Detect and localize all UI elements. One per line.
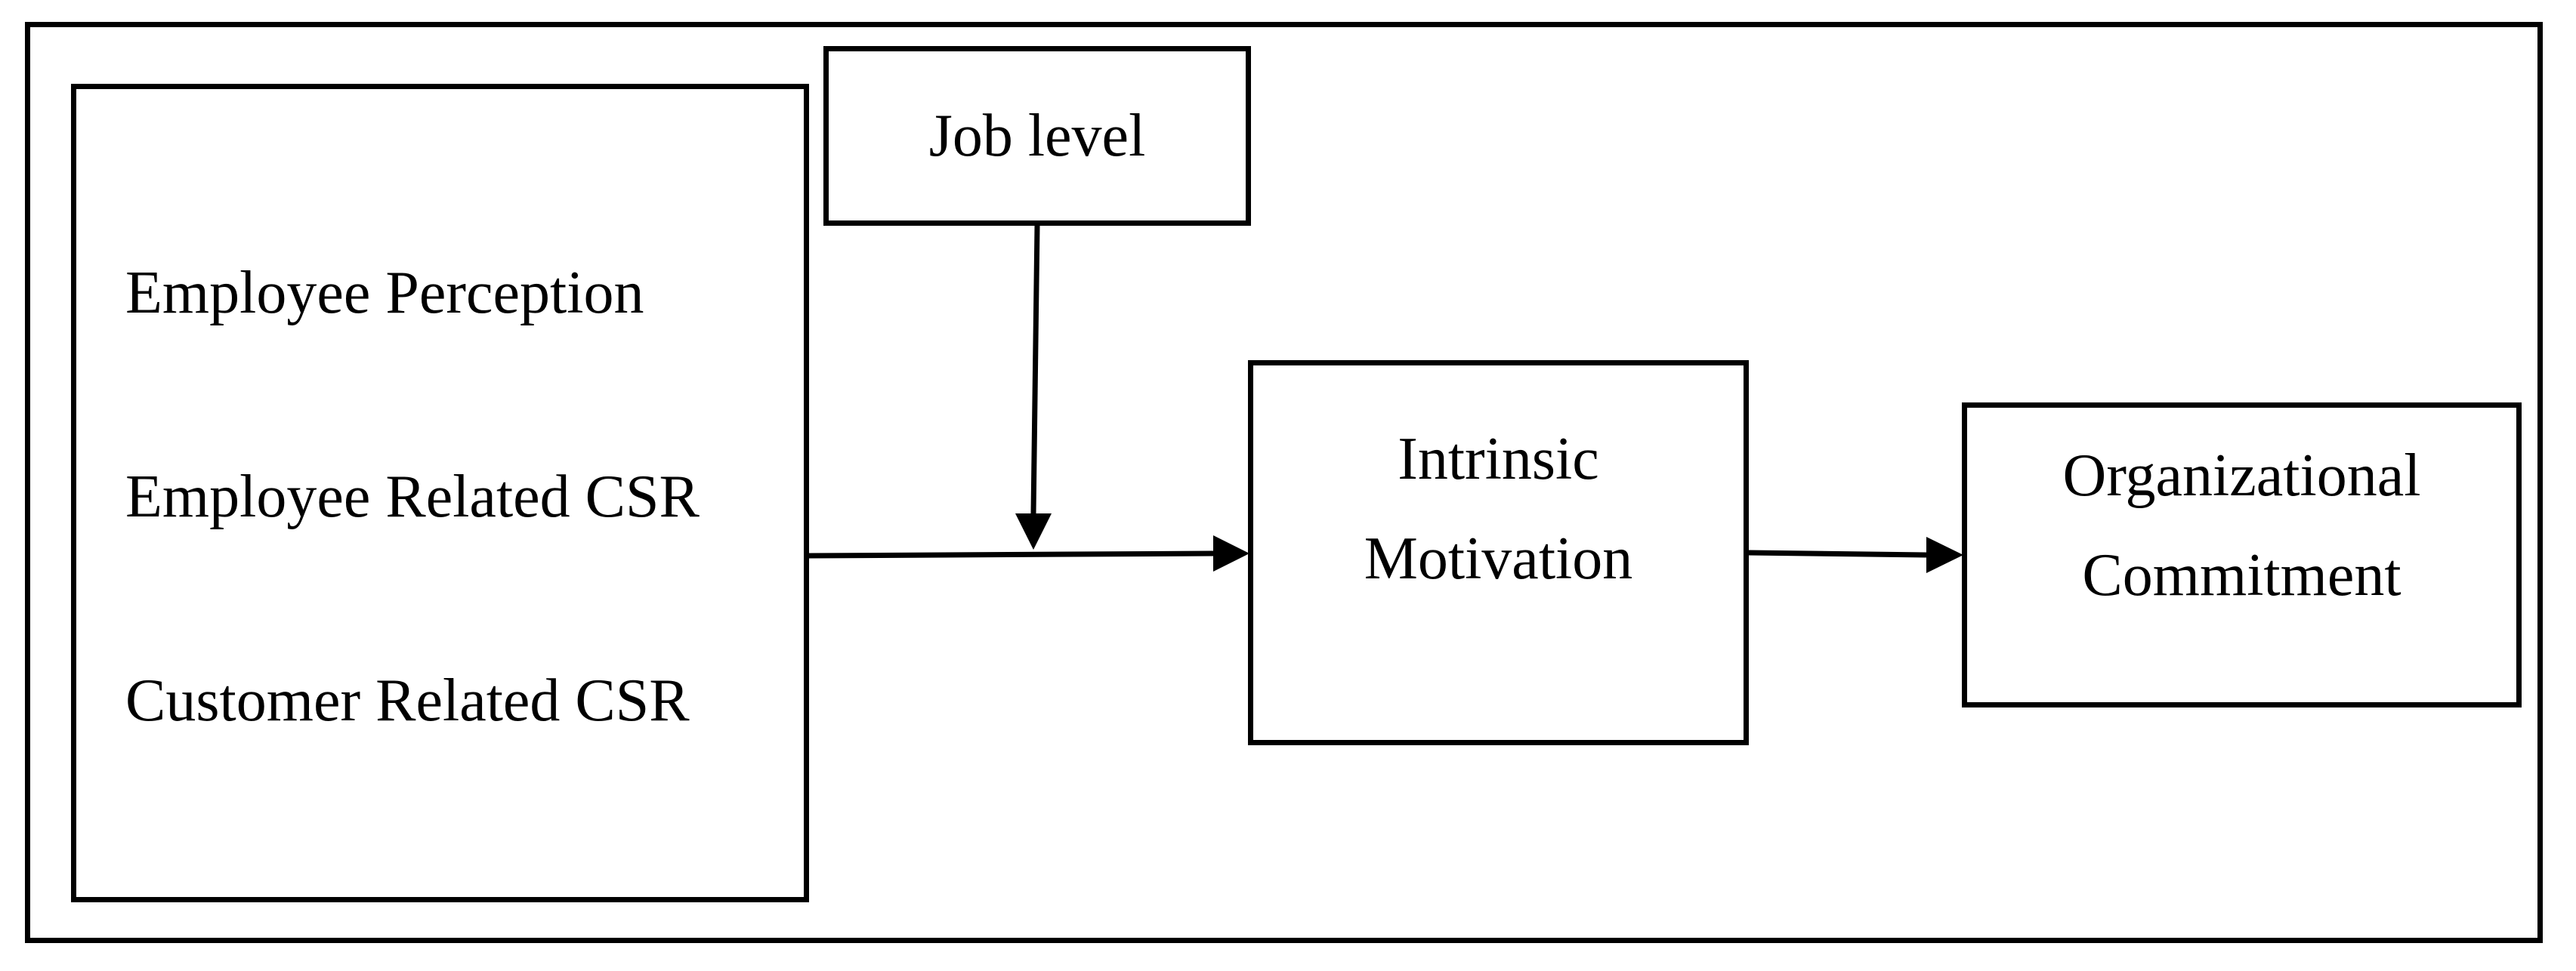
- organizational-commitment-line-1: Organizational: [2062, 442, 2421, 509]
- motivation-to-commitment-arrow: [1748, 537, 1963, 573]
- job-level-box: Job level: [823, 46, 1251, 226]
- organizational-commitment-line-2: Commitment: [2082, 542, 2401, 609]
- intrinsic-motivation-box: Intrinsic Motivation: [1248, 360, 1749, 745]
- employee-perception-label: Employee Perception: [125, 260, 644, 326]
- csr-predictors-box: Employee Perception Employee Related CSR…: [71, 84, 809, 902]
- organizational-commitment-box: Organizational Commitment: [1962, 402, 2522, 707]
- diagram-frame: [25, 22, 2543, 943]
- job-level-label: Job level: [928, 103, 1146, 169]
- intrinsic-motivation-line-1: Intrinsic: [1398, 426, 1599, 492]
- intrinsic-motivation-line-2: Motivation: [1364, 526, 1633, 592]
- employee-related-csr-label: Employee Related CSR: [125, 464, 700, 530]
- csr-to-motivation-arrow: [808, 535, 1249, 572]
- customer-related-csr-label: Customer Related CSR: [125, 667, 690, 734]
- job-level-moderation-arrow: [1015, 225, 1052, 550]
